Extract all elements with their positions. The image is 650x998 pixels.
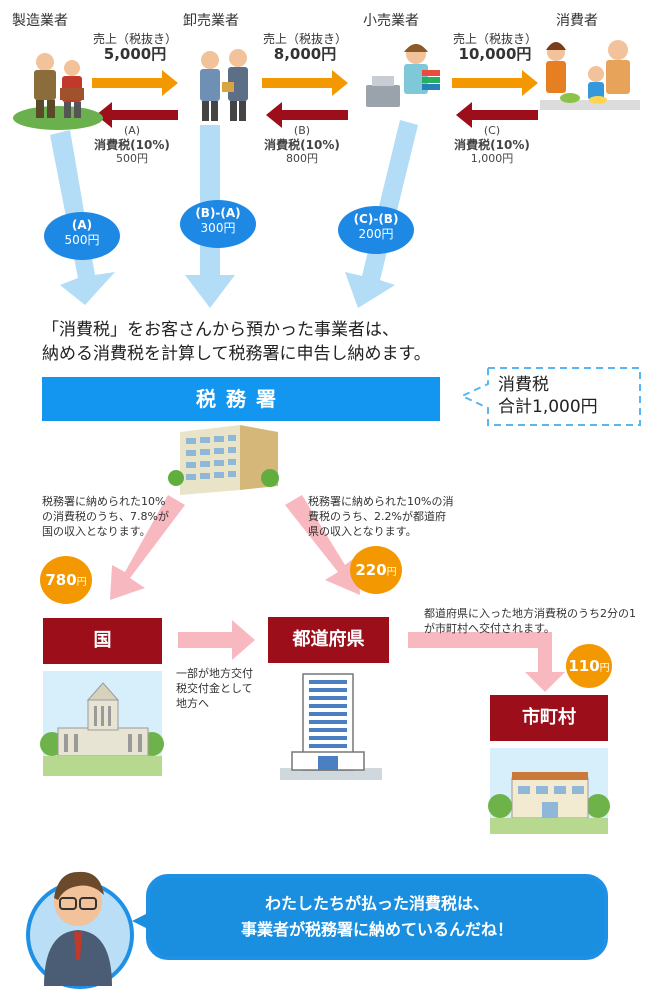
- note-transfer: 一部が地方交付税交付金として地方へ: [176, 667, 253, 710]
- amount-unit: 円: [386, 567, 397, 578]
- payment-amount: 200円: [358, 227, 394, 241]
- tax-office-building-illustration: [168, 425, 279, 495]
- box-municipal: 市町村: [490, 695, 608, 741]
- speech-text: わたしたちが払った消費税は、 事業者が税務署に納めているんだね！: [150, 878, 604, 943]
- speech-line-2: 事業者が税務署に納めているんだね！: [240, 920, 513, 939]
- tax-box-c: (C) 消費税(10%) 1,000円: [452, 124, 532, 166]
- tax-box-a: (A) 消費税(10%) 500円: [92, 124, 172, 166]
- consumer-illustration: [540, 40, 640, 110]
- amount-prefecture: 220円: [350, 546, 402, 594]
- retailer-illustration: [366, 44, 440, 107]
- tax-key: (A): [123, 124, 141, 137]
- amount-municipal: 110円: [566, 644, 612, 688]
- sales-label: 売上（税抜き）: [452, 32, 537, 46]
- role-retailer: 小売業者: [363, 13, 419, 29]
- role-wholesaler: 卸売業者: [183, 13, 239, 29]
- sales-arrows: [92, 70, 538, 96]
- payment-bubble-b: (B)-(A) 300円: [180, 200, 256, 248]
- amount-value: 220: [355, 561, 387, 579]
- payment-key: (B)-(A): [195, 206, 241, 220]
- note-national: 税務署に納められた10%の消費税のうち、7.8%が国の収入となります。: [42, 495, 169, 538]
- municipal-building-illustration: [488, 748, 610, 834]
- sales-amount: 10,000円: [458, 45, 532, 63]
- payment-key: (C)-(B): [353, 212, 399, 226]
- tax-office-header: 税務署: [42, 377, 440, 421]
- amount-value: 780: [45, 571, 77, 589]
- payment-bubble-a: (A) 500円: [44, 212, 120, 260]
- headline-line-2: 納める消費税を計算して税務署に申告し納めます。: [42, 344, 431, 364]
- headline: 「消費税」をお客さんから預かった事業者は、 納める消費税を計算して税務署に申告し…: [42, 318, 622, 366]
- sales-label: 売上（税抜き）: [262, 32, 347, 46]
- payment-amount: 300円: [200, 221, 236, 235]
- tax-key: (B): [293, 124, 311, 137]
- note-municipal: 都道府県に入った地方消費税のうち2分の1が市町村へ交付されます。: [424, 607, 636, 635]
- tax-label: 消費税(10%): [454, 138, 530, 152]
- diet-building-illustration: [40, 671, 164, 776]
- tax-label: 消費税(10%): [264, 138, 340, 152]
- character-avatar: [26, 871, 134, 989]
- tax-label: 消費税(10%): [94, 138, 170, 152]
- amount-unit: 円: [599, 663, 610, 674]
- manufacturer-illustration: [13, 53, 103, 130]
- role-manufacturer: 製造業者: [12, 13, 68, 29]
- tax-box-b: (B) 消費税(10%) 800円: [262, 124, 342, 166]
- speech-tail: [132, 912, 150, 930]
- transfer-arrow: [178, 620, 255, 660]
- payment-amount: 500円: [64, 233, 100, 247]
- payment-bubble-c: (C)-(B) 200円: [338, 206, 414, 254]
- headline-line-1: 「消費税」をお客さんから預かった事業者は、: [42, 320, 399, 340]
- speech-line-1: わたしたちが払った消費税は、: [264, 894, 489, 913]
- distribution-arrows: [110, 495, 360, 600]
- box-national: 国: [43, 618, 162, 664]
- sales-box-3: 売上（税抜き） 10,000円: [450, 32, 540, 62]
- total-callout: [459, 367, 641, 426]
- municipal-arrow: [408, 632, 565, 692]
- sales-amount: 5,000円: [103, 45, 167, 63]
- amount-national: 780円: [40, 556, 92, 604]
- amount-value: 110: [568, 657, 600, 675]
- tax-arrows: [96, 102, 538, 128]
- note-prefecture: 税務署に納められた10%の消費税のうち、2.2%が都道府県の収入となります。: [308, 495, 454, 538]
- tax-total-label: 消費税: [498, 375, 549, 395]
- tax-total-value: 合計1,000円: [498, 397, 598, 417]
- box-prefecture: 都道府県: [268, 617, 389, 663]
- wholesaler-illustration: [200, 49, 248, 121]
- sales-label: 売上（税抜き）: [92, 32, 177, 46]
- speech-bubble: わたしたちが払った消費税は、 事業者が税務署に納めているんだね！: [146, 874, 608, 960]
- amount-unit: 円: [76, 577, 87, 588]
- sales-box-1: 売上（税抜き） 5,000円: [90, 32, 180, 62]
- prefecture-building-illustration: [280, 673, 382, 780]
- tax-amount: 500円: [116, 152, 148, 165]
- role-consumer: 消費者: [556, 13, 598, 29]
- tax-key: (C): [483, 124, 501, 137]
- tax-amount: 1,000円: [470, 152, 514, 165]
- sales-amount: 8,000円: [273, 45, 337, 63]
- tax-amount: 800円: [286, 152, 318, 165]
- sales-box-2: 売上（税抜き） 8,000円: [260, 32, 350, 62]
- tax-total: 消費税 合計1,000円: [498, 374, 628, 418]
- payment-key: (A): [71, 218, 93, 232]
